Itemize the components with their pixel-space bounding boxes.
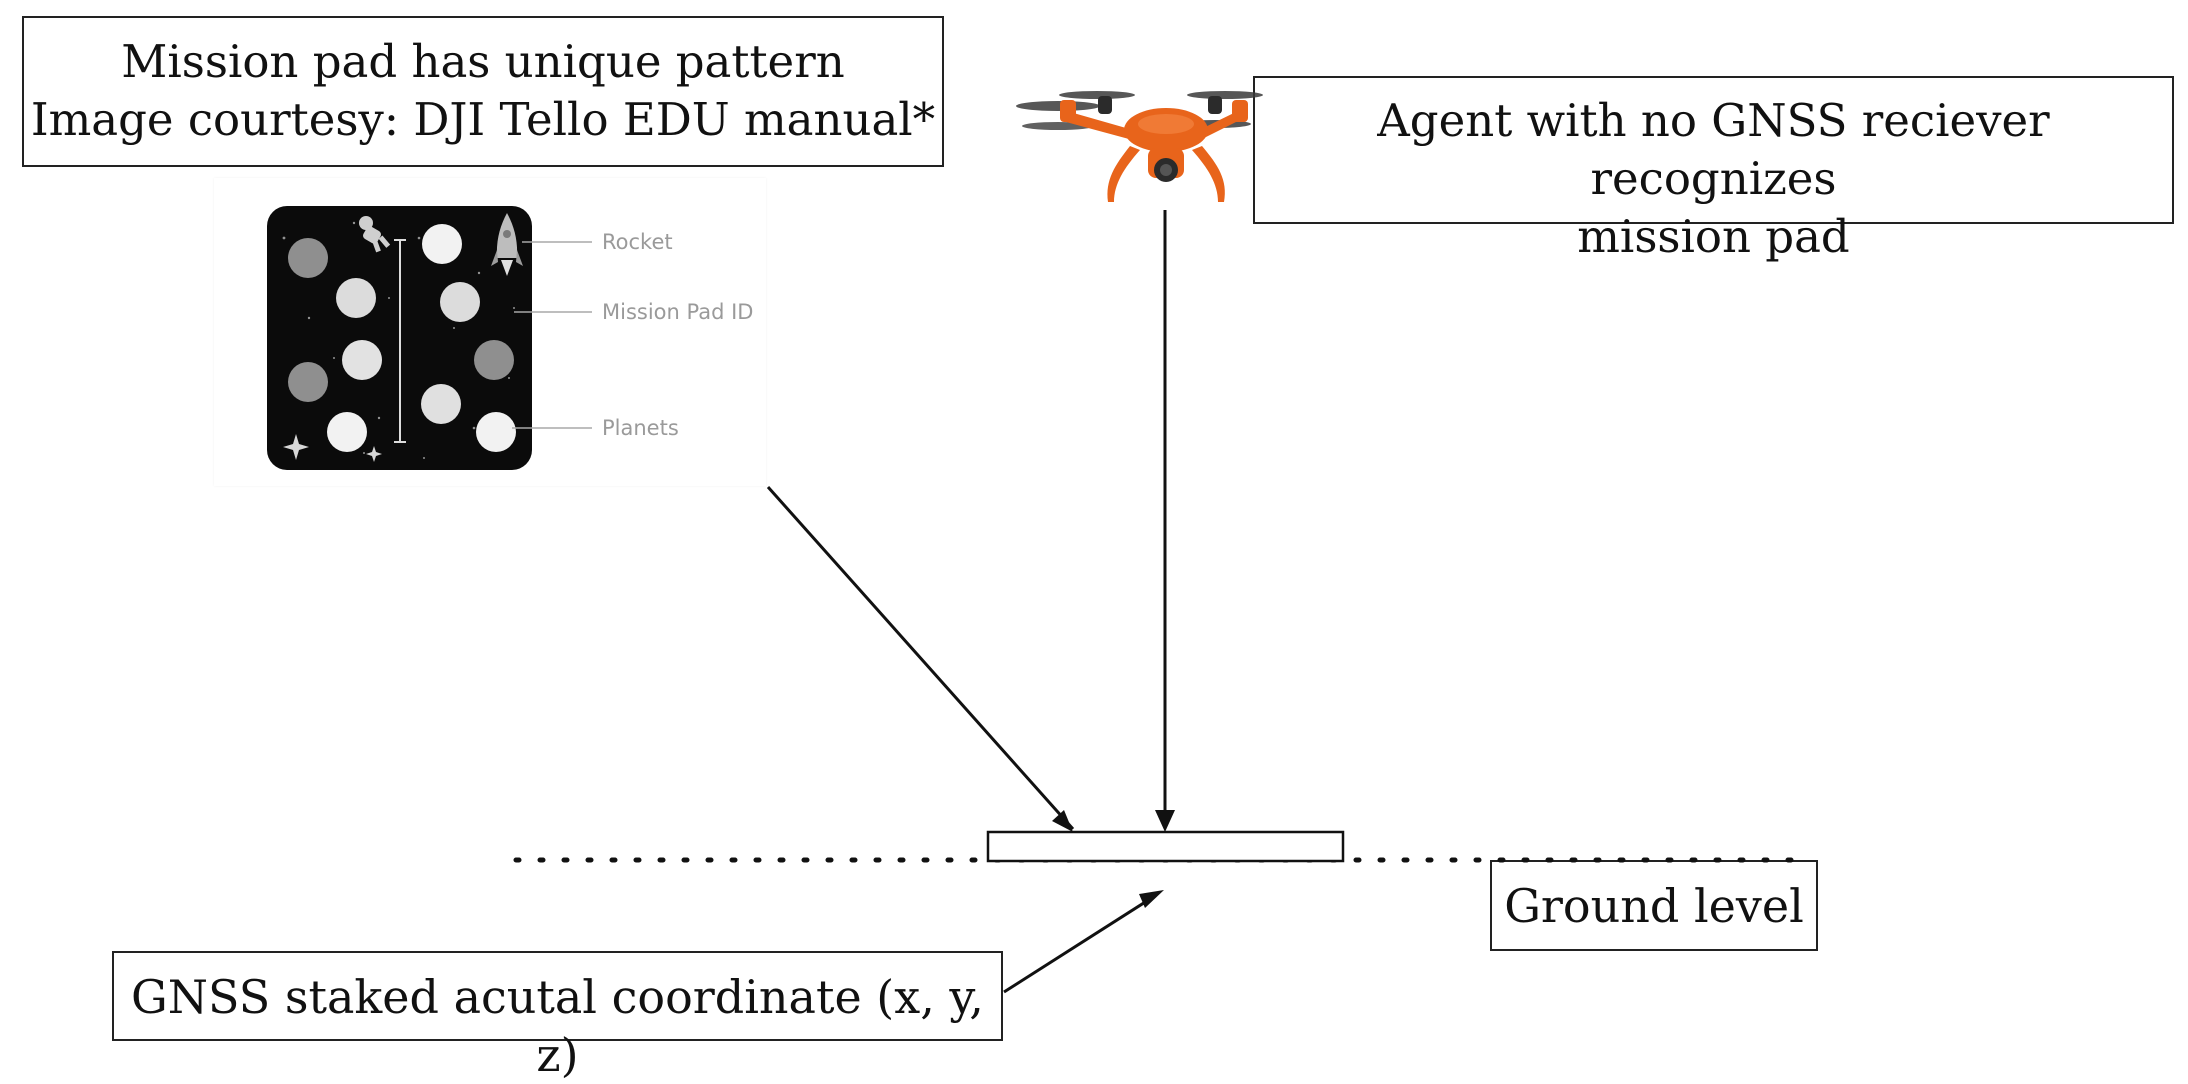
- planet-light: [342, 340, 382, 380]
- planet-light: [476, 412, 516, 452]
- mission-pad-caption-line2: Image courtesy: DJI Tello EDU manual*: [30, 93, 936, 146]
- planet-dark: [288, 238, 328, 278]
- mission-pad-caption-box: Mission pad has unique pattern Image cou…: [22, 16, 944, 167]
- arrow-image-to-pad-head: [1052, 810, 1073, 832]
- planet-light: [327, 412, 367, 452]
- rocket-icon: [491, 213, 523, 276]
- pad-id-bar: [394, 239, 406, 443]
- agent-caption-line1: Agent with no GNSS reciever recognizes: [1377, 94, 2050, 205]
- planet-light: [421, 384, 461, 424]
- callout-rocket: Rocket: [602, 230, 673, 254]
- gnss-coordinate-label: GNSS staked acutal coordinate (x, y, z): [131, 970, 984, 1082]
- planet-light: [422, 224, 462, 264]
- drone-icon: [1016, 91, 1263, 202]
- agent-caption-line2: mission pad: [1577, 210, 1850, 263]
- mission-pad-illustration: Rocket Mission Pad ID Planets: [267, 206, 753, 470]
- callout-planets: Planets: [602, 416, 679, 440]
- arrow-drone-to-pad-head: [1155, 810, 1175, 832]
- ground-level-label: Ground level: [1504, 879, 1804, 933]
- planet-light: [440, 282, 480, 322]
- gnss-coordinate-box: GNSS staked acutal coordinate (x, y, z): [112, 951, 1003, 1082]
- arrow-image-to-pad: [766, 486, 1075, 830]
- agent-caption-box: Agent with no GNSS reciever recognizes m…: [1253, 76, 2174, 263]
- mission-pad-caption-line1: Mission pad has unique pattern: [121, 35, 845, 88]
- arrow-gnss-to-pad-head: [1139, 890, 1164, 908]
- planets: [288, 224, 516, 452]
- ground-level-box: Ground level: [1490, 860, 1818, 951]
- mission-pad-image: Rocket Mission Pad ID Planets: [214, 178, 766, 486]
- callout-mission-pad-id: Mission Pad ID: [602, 300, 753, 324]
- planet-light: [336, 278, 376, 318]
- planet-dark: [288, 362, 328, 402]
- arrow-gnss-to-pad: [1003, 897, 1151, 994]
- diagram-overlay: [513, 91, 1815, 994]
- callout-lines: [512, 241, 592, 429]
- mission-pad-on-ground: [986, 830, 1345, 863]
- astronaut-icon: [359, 216, 391, 253]
- sparkle-icon: [283, 434, 382, 462]
- planet-dark: [474, 340, 514, 380]
